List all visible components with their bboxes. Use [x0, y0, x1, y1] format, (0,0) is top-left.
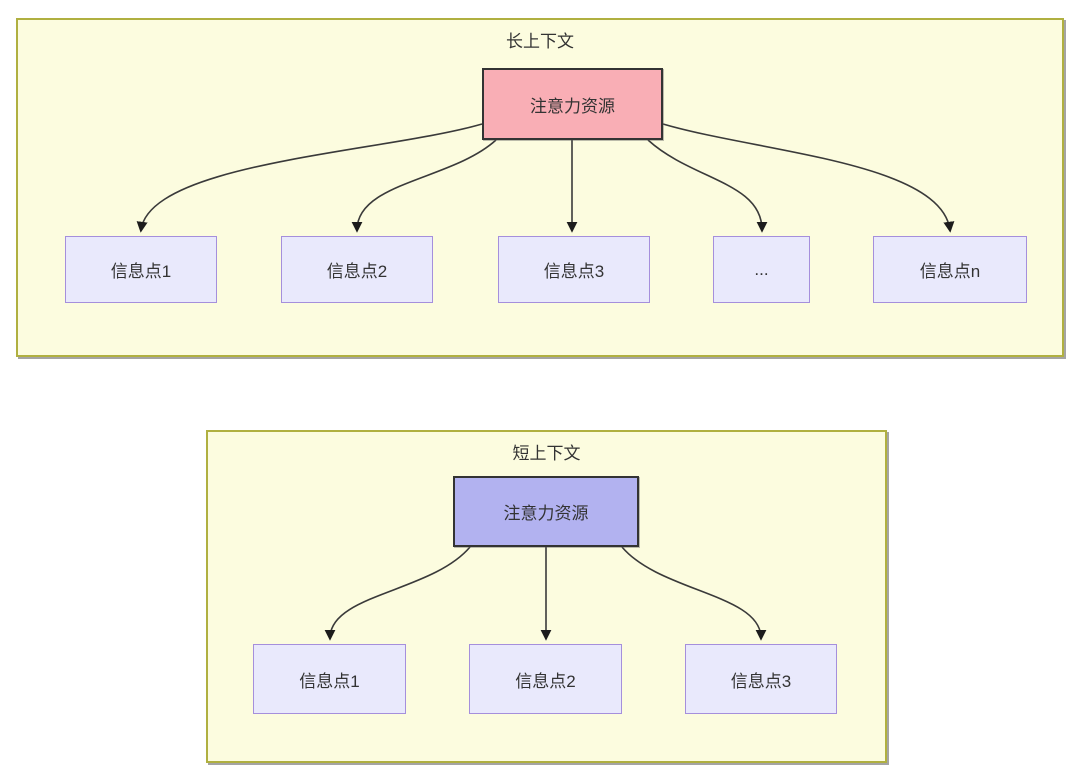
- section-title-short: 短上下文: [512, 444, 581, 463]
- info-node: 信息点3: [685, 644, 837, 714]
- info-node-ellipsis: ...: [713, 236, 810, 303]
- info-node: 信息点1: [253, 644, 406, 714]
- info-node: 信息点1: [65, 236, 217, 303]
- attention-resource-box-short: 注意力资源: [453, 476, 639, 547]
- info-node: 信息点3: [498, 236, 650, 303]
- info-node: 信息点2: [281, 236, 433, 303]
- info-node: 信息点n: [873, 236, 1027, 303]
- attention-resource-box-long: 注意力资源: [482, 68, 663, 140]
- section-title-long: 长上下文: [506, 32, 574, 51]
- info-node: 信息点2: [469, 644, 622, 714]
